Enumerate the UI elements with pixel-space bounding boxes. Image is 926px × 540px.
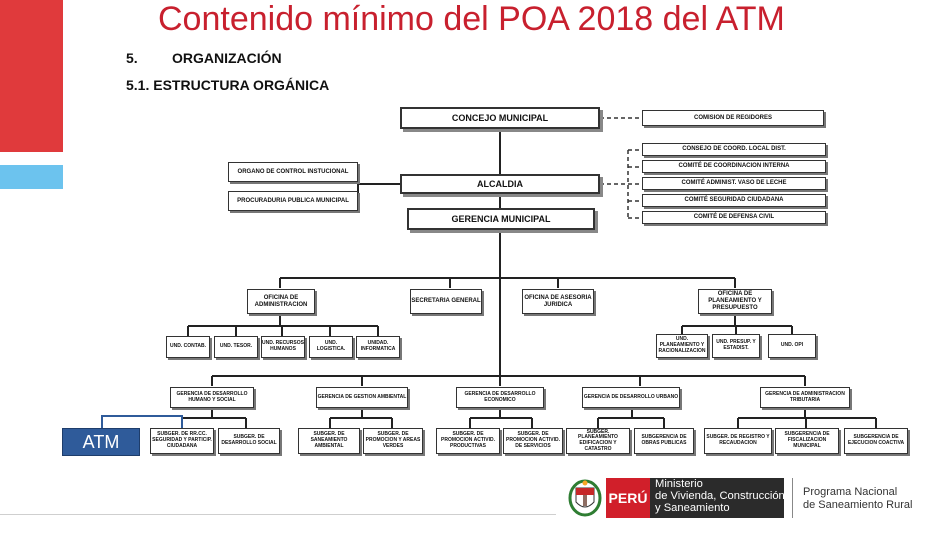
ministerio-brand: Ministerio de Vivienda, Construcción y S… — [650, 478, 785, 518]
footer-divider — [0, 514, 556, 515]
comision-regidores-box: COMISION DE REGIDORES — [642, 110, 824, 126]
gerencia-desarrollo-urbano-box: GERENCIA DE DESARROLLO URBANO — [582, 387, 680, 408]
gerencia-municipal-box: GERENCIA MUNICIPAL — [407, 208, 595, 230]
organo-control-box: ORGANO DE CONTROL INSTUCIONAL — [228, 162, 358, 182]
atm-highlight-box: ATM — [62, 428, 140, 456]
ministerio-line2: de Vivienda, Construcción — [655, 489, 785, 502]
secretaria-general-box: SECRETARIA GENERAL — [410, 289, 482, 314]
peru-brand: PERÚ — [606, 478, 650, 518]
und-logistica-box: UND. LOGISTICA. — [309, 336, 353, 358]
section-number: 5. — [126, 50, 138, 66]
gerencia-gestion-ambiental-box: GERENCIA DE GESTION AMBIENTAL — [316, 387, 408, 408]
concejo-municipal-box: CONCEJO MUNICIPAL — [400, 107, 600, 129]
und-planeamiento-box: UND. PLANEAMIENTO Y RACIONALIZACION — [656, 334, 708, 358]
subger-fiscalizacion-box: SUBGERENCIA DE FISCALIZACION MUNICIPAL — [775, 428, 839, 454]
section-label: ORGANIZACIÓN — [172, 50, 282, 66]
slide-title: Contenido mínimo del POA 2018 del ATM — [158, 0, 785, 38]
und-recursos-humanos-box: UND. RECURSOS HUMANOS — [261, 336, 305, 358]
und-tesor-box: UND. TESOR. — [214, 336, 258, 358]
programa-nacional-brand: Programa Nacional de Saneamiento Rural — [803, 486, 912, 512]
blue-accent-bar — [0, 165, 63, 189]
subger-desarrollo-social-box: SUBGER. DE DESARROLLO SOCIAL — [218, 428, 280, 454]
section-heading: 5. ORGANIZACIÓN — [126, 50, 282, 66]
alcaldia-box: ALCALDIA — [400, 174, 600, 194]
programa-line1: Programa Nacional — [803, 486, 898, 498]
oficina-administracion-box: OFICINA DE ADMINISTRACION — [247, 289, 315, 314]
comite-defensa-civil-box: COMITÉ DE DEFENSA CIVIL — [642, 211, 826, 224]
gerencia-administracion-tributaria-box: GERENCIA DE ADMINISTRACION TRIBUTARIA — [760, 387, 850, 408]
programa-line2: de Saneamiento Rural — [803, 499, 913, 512]
red-accent-bar — [0, 0, 63, 152]
ministerio-line1: Ministerio — [655, 478, 703, 490]
subger-productivas-box: SUBGER. DE PROMOCION ACTIVID. PRODUCTIVA… — [436, 428, 500, 454]
und-opi-box: UND. OPI — [768, 334, 816, 358]
comite-vaso-leche-box: COMITÉ ADMINIST. VASO DE LECHE — [642, 177, 826, 190]
subger-catastro-box: SUBGER. PLANEAMIENTO EDIFICACION Y CATAS… — [566, 428, 630, 454]
und-contab-box: UND. CONTAB. — [166, 336, 210, 358]
comite-coordinacion-box: COMITÉ DE COORDINACION INTERNA — [642, 160, 826, 173]
gerencia-desarrollo-economico-box: GERENCIA DE DESARROLLO ECONOMICO — [456, 387, 544, 408]
peru-emblem-icon — [568, 479, 602, 517]
consejo-coordinacion-box: CONSEJO DE COORD. LOCAL DIST. — [642, 143, 826, 156]
asesoria-juridica-box: OFICINA DE ASESORIA JURIDICA — [522, 289, 594, 314]
subger-areas-verdes-box: SUBGER. DE PROMOCION Y AREAS VERDES — [363, 428, 423, 454]
und-presupuesto-box: UND. PRESUP. Y ESTADIST. — [712, 334, 760, 358]
procuraduria-box: PROCURADURIA PUBLICA MUNICIPAL — [228, 191, 358, 211]
subger-servicios-box: SUBGER. DE PROMOCION ACTIVID. DE SERVICI… — [503, 428, 563, 454]
subger-saneamiento-box: SUBGER. DE SANEAMIENTO AMBIENTAL — [298, 428, 360, 454]
gerencia-desarrollo-humano-box: GERENCIA DE DESARROLLO HUMANO Y SOCIAL — [170, 387, 254, 408]
subsection-heading: 5.1. ESTRUCTURA ORGÁNICA — [126, 77, 330, 93]
subger-rrcc-box: SUBGER. DE RR.CC. SEGURIDAD Y PARTICIP. … — [150, 428, 214, 454]
subger-registro-box: SUBGER. DE REGISTRO Y RECAUDACION — [704, 428, 772, 454]
planeamiento-presupuesto-box: OFICINA DE PLANEAMIENTO Y PRESUPUESTO — [698, 289, 772, 314]
subger-obras-publicas-box: SUBGERENCIA DE OBRAS PUBLICAS — [634, 428, 694, 454]
comite-seguridad-box: COMITÉ SEGURIDAD CIUDADANA — [642, 194, 826, 207]
subger-coactiva-box: SUBGERENCIA DE EJECUCION COACTIVA — [844, 428, 908, 454]
footer-separator — [792, 478, 793, 518]
unidad-informatica-box: UNIDAD. INFORMATICA — [356, 336, 400, 358]
ministerio-line3: y Saneamiento — [655, 501, 730, 514]
